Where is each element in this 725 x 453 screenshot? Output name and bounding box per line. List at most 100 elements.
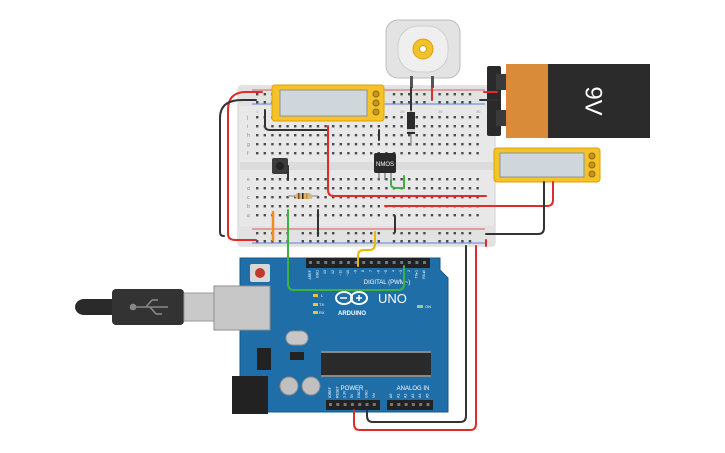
digital-pin-label: 12 xyxy=(331,270,335,274)
pin-hole xyxy=(256,232,259,235)
wire-green[interactable] xyxy=(287,209,405,291)
pin-hole xyxy=(438,240,441,243)
pin-hole xyxy=(339,143,342,146)
pin-hole xyxy=(468,125,472,128)
wire-red[interactable] xyxy=(353,245,477,431)
wire-red[interactable] xyxy=(327,125,487,197)
pin-hole xyxy=(324,125,327,128)
pin-hole xyxy=(324,214,327,217)
pin-hole xyxy=(392,93,396,96)
pin-hole xyxy=(446,116,449,119)
battery-9v[interactable]: 9V xyxy=(487,64,650,138)
pin-hole xyxy=(362,240,365,243)
pin-hole xyxy=(468,116,472,119)
pin-hole xyxy=(400,232,403,235)
pin-hole xyxy=(309,187,312,190)
wire-black[interactable] xyxy=(219,99,257,237)
pin-hole xyxy=(377,143,380,146)
wire-red[interactable] xyxy=(384,181,554,207)
pin-hole xyxy=(286,125,289,128)
pin-hole xyxy=(438,143,441,146)
pin-hole xyxy=(347,187,350,190)
pin-hole xyxy=(446,134,449,137)
probe-jack-icon[interactable] xyxy=(372,108,380,116)
pin-hole xyxy=(362,178,365,181)
probe-jack-icon[interactable] xyxy=(372,99,380,107)
pin-hole xyxy=(256,240,259,243)
row-letter: a xyxy=(247,213,250,219)
pin-hole xyxy=(476,134,479,137)
pin-hole xyxy=(339,152,342,155)
pin-hole xyxy=(385,134,388,137)
digital-pin-label: 8 xyxy=(361,270,365,272)
on-led xyxy=(417,305,423,308)
wire-black[interactable] xyxy=(264,109,329,131)
pin-hole xyxy=(430,178,434,181)
pin-hole xyxy=(453,178,456,181)
probe-jack-icon[interactable] xyxy=(372,90,380,98)
pin-hole xyxy=(370,232,373,235)
pin-hole xyxy=(271,152,274,155)
pin-hole xyxy=(347,205,350,208)
pin-hole xyxy=(370,152,373,155)
probe-jack-icon[interactable] xyxy=(588,161,596,169)
pin-hole xyxy=(263,178,266,181)
pin-hole xyxy=(430,214,434,217)
pin-hole xyxy=(256,187,259,190)
pin-hole xyxy=(476,143,479,146)
pin-hole xyxy=(438,125,441,128)
pin-hole xyxy=(408,196,411,199)
pin-hole xyxy=(278,240,282,243)
pin-hole xyxy=(468,93,472,96)
diode[interactable] xyxy=(407,106,415,146)
probe-jack-icon[interactable] xyxy=(588,152,596,160)
power-pin-label: 3.3V xyxy=(343,390,347,398)
pin-hole xyxy=(263,152,266,155)
pin-hole xyxy=(301,152,304,155)
wire-yellow[interactable] xyxy=(357,231,376,267)
resistor[interactable] xyxy=(288,193,318,199)
pin-hole xyxy=(446,187,449,190)
pin-hole xyxy=(256,196,259,199)
pin-hole xyxy=(347,261,350,264)
pin-hole xyxy=(476,152,479,155)
power-pin-label: Vin xyxy=(372,393,376,398)
power-pin-label: GND xyxy=(365,390,369,398)
power-pin-label: RESET xyxy=(335,385,339,398)
dc-motor[interactable] xyxy=(385,19,461,88)
pin-hole xyxy=(362,261,366,264)
multimeter-top[interactable] xyxy=(271,84,385,122)
pin-hole xyxy=(354,196,358,199)
pin-hole xyxy=(419,403,423,406)
pin-hole xyxy=(347,214,350,217)
pin-hole xyxy=(354,261,358,264)
digital-header xyxy=(306,258,430,268)
push-button[interactable] xyxy=(272,158,288,174)
multimeter-right[interactable] xyxy=(493,147,601,183)
probe-jack-icon[interactable] xyxy=(588,170,596,178)
pin-hole xyxy=(347,143,350,146)
pin-hole xyxy=(423,187,426,190)
pin-hole xyxy=(347,240,350,243)
led-rx-label: RX xyxy=(319,310,325,315)
pin-hole xyxy=(339,261,343,264)
analog-header xyxy=(387,400,433,410)
column-number: 20 xyxy=(400,109,405,114)
wire-black[interactable] xyxy=(485,181,545,235)
wire-green[interactable] xyxy=(390,175,405,189)
pin-hole xyxy=(377,196,380,199)
pin-hole xyxy=(354,187,358,190)
pin-hole xyxy=(377,240,380,243)
pin-hole xyxy=(324,134,327,137)
pin-hole xyxy=(324,261,328,264)
pin-hole xyxy=(377,261,381,264)
wire-black[interactable] xyxy=(366,245,467,423)
pin-hole xyxy=(256,93,259,96)
wire-red[interactable] xyxy=(227,91,263,241)
pin-hole xyxy=(278,134,282,137)
pin-hole xyxy=(438,116,441,119)
nmos-transistor[interactable]: NMOS xyxy=(374,153,396,180)
usb-cable[interactable] xyxy=(75,289,215,325)
pin-hole xyxy=(332,240,335,243)
